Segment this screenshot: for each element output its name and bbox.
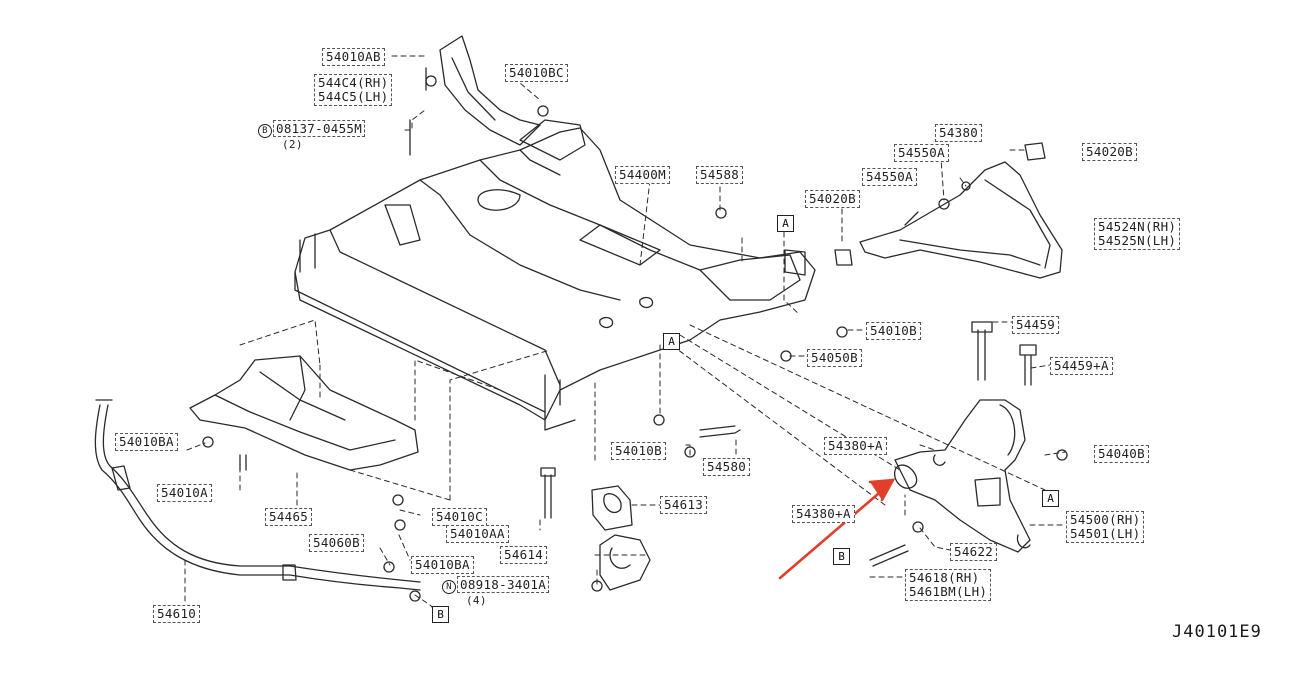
ref-box-a-top: A xyxy=(777,215,794,232)
pointer-arrow xyxy=(778,478,896,580)
label-54501-lh: 54501(LH) xyxy=(1070,526,1141,541)
leader-lines xyxy=(184,55,1066,611)
label-54380: 54380 xyxy=(935,124,983,142)
bushing xyxy=(591,485,633,531)
label-54550A-lower: 54550A xyxy=(862,168,917,186)
label-54500-rh: 54500(RH) xyxy=(1070,512,1141,527)
drawing-code: J40101E9 xyxy=(1172,622,1262,642)
clamp xyxy=(599,534,651,591)
label-54614: 54614 xyxy=(500,546,548,564)
ref-box-a-right: A xyxy=(1042,490,1059,507)
label-54020B-left: 54020B xyxy=(805,190,860,208)
bolt-quantity: (2) xyxy=(282,138,303,151)
label-54525N-lh: 54525N(LH) xyxy=(1098,233,1177,248)
label-54400M: 54400M xyxy=(615,166,670,184)
label-54380A-top: 54380+A xyxy=(824,437,887,455)
label-54459: 54459 xyxy=(1012,316,1060,334)
label-54010C: 54010C xyxy=(432,508,487,526)
bolt-part-number: 08137-0455M xyxy=(273,120,366,137)
label-54500: 54500(RH) 54501(LH) xyxy=(1066,511,1145,543)
bolt-prefix-circle: B xyxy=(258,124,272,138)
label-54010AA: 54010AA xyxy=(446,525,509,543)
label-54524N: 54524N(RH) 54525N(LH) xyxy=(1094,218,1181,250)
label-54050B: 54050B xyxy=(807,349,862,367)
label-54524N-rh: 54524N(RH) xyxy=(1098,219,1177,234)
upper-bracket xyxy=(409,35,541,156)
label-54010BC: 54010BC xyxy=(505,64,568,82)
label-54610: 54610 xyxy=(153,605,201,623)
bolts xyxy=(239,321,1037,567)
label-54020B-top: 54020B xyxy=(1082,143,1137,161)
label-544C5-lh: 544C5(LH) xyxy=(318,89,389,104)
label-54010A: 54010A xyxy=(157,484,212,502)
label-54550A-upper: 54550A xyxy=(894,144,949,162)
nut-quantity: (4) xyxy=(466,594,487,607)
label-54613: 54613 xyxy=(660,496,708,514)
label-54459A: 54459+A xyxy=(1050,357,1113,375)
label-54618-rh: 54618(RH) xyxy=(909,570,980,585)
label-54618: 54618(RH) 5461BM(LH) xyxy=(905,569,992,601)
stabilizer-bar xyxy=(94,399,421,591)
label-54060B: 54060B xyxy=(309,534,364,552)
label-54588: 54588 xyxy=(696,166,744,184)
nut-part-number: 08918-3401A xyxy=(457,576,550,593)
transverse-link xyxy=(894,399,1031,553)
lower-cover-plate xyxy=(189,355,419,471)
label-54010BA-bottom: 54010BA xyxy=(411,556,474,574)
label-5461BM-lh: 5461BM(LH) xyxy=(909,584,988,599)
label-54040B: 54040B xyxy=(1094,445,1149,463)
ref-box-a-mid: A xyxy=(663,333,680,350)
ref-box-b-bottom: B xyxy=(432,606,449,623)
label-54622: 54622 xyxy=(950,543,998,561)
label-54010B-mid: 54010B xyxy=(611,442,666,460)
label-54010AB: 54010AB xyxy=(322,48,385,66)
label-54580: 54580 xyxy=(703,458,751,476)
ref-box-b-right: B xyxy=(833,548,850,565)
label-54010BA-left: 54010BA xyxy=(115,433,178,451)
label-54380A-bottom: 54380+A xyxy=(792,505,855,523)
label-54010B-right: 54010B xyxy=(866,322,921,340)
label-54465: 54465 xyxy=(265,508,313,526)
label-544C4: 544C4(RH) 544C5(LH) xyxy=(314,74,393,106)
upper-link xyxy=(834,142,1063,279)
label-544C4-rh: 544C4(RH) xyxy=(318,75,389,90)
suspension-member xyxy=(294,119,816,431)
nut-prefix-circle: N xyxy=(442,580,456,594)
